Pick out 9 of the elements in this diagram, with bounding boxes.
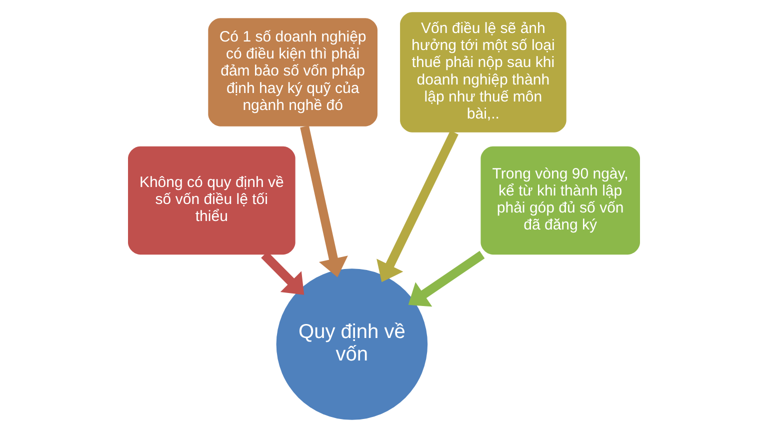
node-circle: Quy định về vốn bbox=[276, 268, 428, 420]
node-box: Không có quy định về số vốn điều lệ tối thiểu bbox=[128, 146, 296, 255]
node-box: Trong vòng 90 ngày, kể từ khi thành lập phải góp đủ số vốn đã đăng ký bbox=[480, 146, 640, 255]
arrow bbox=[261, 252, 304, 295]
arrow bbox=[408, 250, 485, 307]
arrow bbox=[300, 126, 348, 278]
arrow bbox=[376, 130, 458, 282]
node-box: Có 1 số doanh nghiệp có điều kiện thì phải đảm bảo số vốn pháp định hay ký quỹ của ngành nghề đó bbox=[208, 18, 378, 126]
node-box: Vốn điều lệ sẽ ảnh hưởng tới một số loại thuế phải nộp sau khi doanh nghiệp thành lập như thuế môn bài,.. bbox=[400, 12, 566, 132]
